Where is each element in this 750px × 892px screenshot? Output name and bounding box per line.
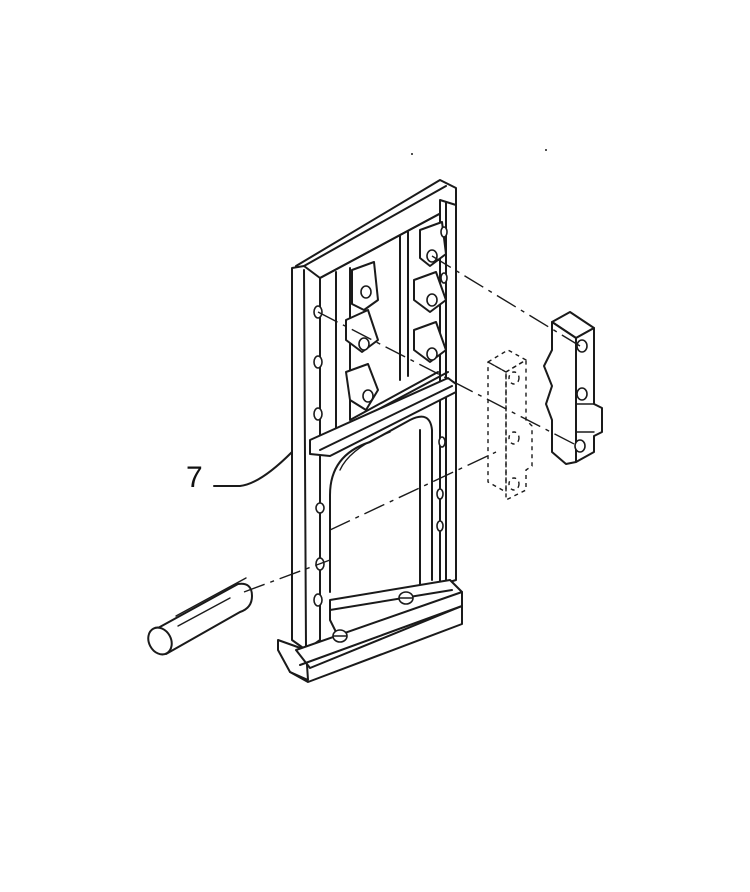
- rail-holes: [313, 226, 448, 607]
- callout-7-label: 7: [186, 461, 203, 494]
- solid-bracket: [543, 311, 603, 465]
- clamp-plates: [345, 221, 447, 411]
- phantom-bracket: [487, 349, 533, 501]
- assembly-centerlines: [243, 255, 581, 593]
- callout-7: 7: [186, 451, 293, 494]
- scan-marks: [411, 149, 547, 155]
- cylindrical-pin: [147, 577, 253, 656]
